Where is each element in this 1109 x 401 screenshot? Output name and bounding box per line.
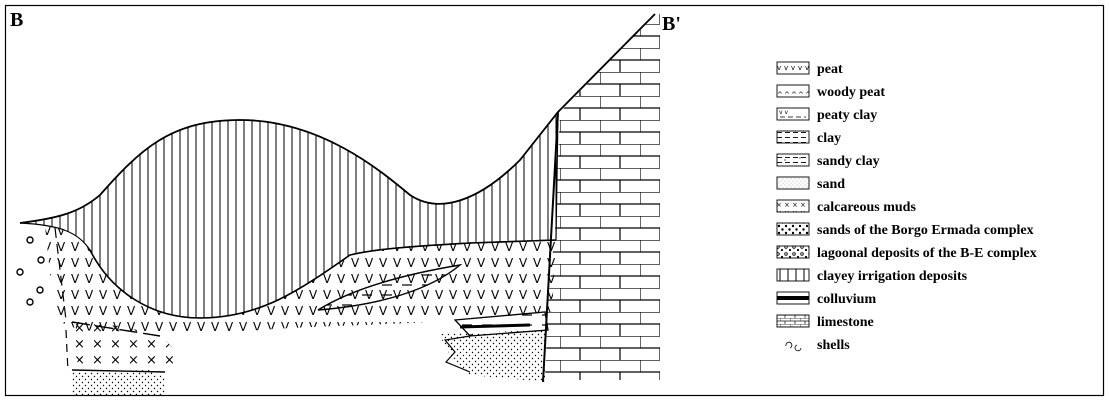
legend-label-lagoonal: lagoonal deposits of the B-E complex <box>817 246 1037 261</box>
section-start-label: B <box>10 9 23 31</box>
legend-swatch-calcareous-muds <box>776 199 810 213</box>
legend-item-woody-peat: woody peat <box>776 84 885 100</box>
legend-label-peaty-clay: peaty clay <box>817 108 877 123</box>
peat-layer <box>45 226 556 335</box>
legend-item-lagoonal: lagoonal deposits of the B-E complex <box>776 245 1037 261</box>
legend-item-clay: clay <box>776 130 841 146</box>
legend-label-sands-borgo: sands of the Borgo Ermada complex <box>817 223 1034 238</box>
sand-body-right <box>440 330 545 382</box>
legend-label-shells: shells <box>817 338 850 353</box>
legend-item-clayey-irrigation: clayey irrigation deposits <box>776 268 968 284</box>
section-end-label: B' <box>662 13 681 35</box>
legend-label-clayey-irrigation: clayey irrigation deposits <box>817 269 968 284</box>
legend-label-sand: sand <box>817 177 845 192</box>
legend-swatch-clayey-irrigation <box>776 268 810 282</box>
legend-swatch-limestone <box>776 314 810 328</box>
shells-icon <box>785 341 802 352</box>
clay-wedge-right <box>453 311 549 337</box>
legend-item-peat: peat <box>776 61 843 77</box>
lagoonal-deposits-left <box>16 236 45 306</box>
legend-label-colluvium: colluvium <box>817 292 876 307</box>
legend-label-clay: clay <box>817 131 841 146</box>
legend-item-limestone: limestone <box>776 314 874 330</box>
legend-item-peaty-clay: v v peaty clay <box>776 107 877 123</box>
clay-lens <box>317 263 463 311</box>
limestone-body <box>545 14 660 380</box>
legend-item-shells: shells <box>785 338 850 353</box>
ground-surface <box>19 13 656 224</box>
legend-label-limestone: limestone <box>817 315 874 330</box>
legend: peat woody peat v v peaty clay clay sand… <box>776 61 1037 353</box>
legend-item-colluvium: colluvium <box>776 291 876 307</box>
cross-section-drawing <box>16 13 660 395</box>
legend-label-sandy-clay: sandy clay <box>817 154 880 169</box>
legend-swatch-sands-borgo <box>776 222 810 236</box>
legend-swatch-sandy-clay <box>776 153 810 167</box>
legend-swatch-woody-peat <box>776 84 810 98</box>
legend-item-sands-borgo: sands of the Borgo Ermada complex <box>776 222 1034 238</box>
legend-label-woody-peat: woody peat <box>817 85 885 100</box>
legend-swatch-lagoonal <box>776 245 810 259</box>
legend-swatch-peat <box>776 61 810 75</box>
legend-swatch-clay <box>776 130 810 144</box>
sand-body-left <box>72 370 165 395</box>
legend-label-peat: peat <box>817 62 843 77</box>
figure-border <box>4 4 1105 397</box>
legend-item-sand: sand <box>776 176 845 192</box>
legend-item-calcareous-muds: calcareous muds <box>776 199 916 215</box>
legend-item-sandy-clay: sandy clay <box>776 153 880 169</box>
svg-text:v v: v v <box>779 109 788 116</box>
calcareous-muds-body <box>72 322 185 372</box>
legend-label-calcareous-muds: calcareous muds <box>817 200 916 215</box>
legend-swatch-sand <box>776 176 810 190</box>
